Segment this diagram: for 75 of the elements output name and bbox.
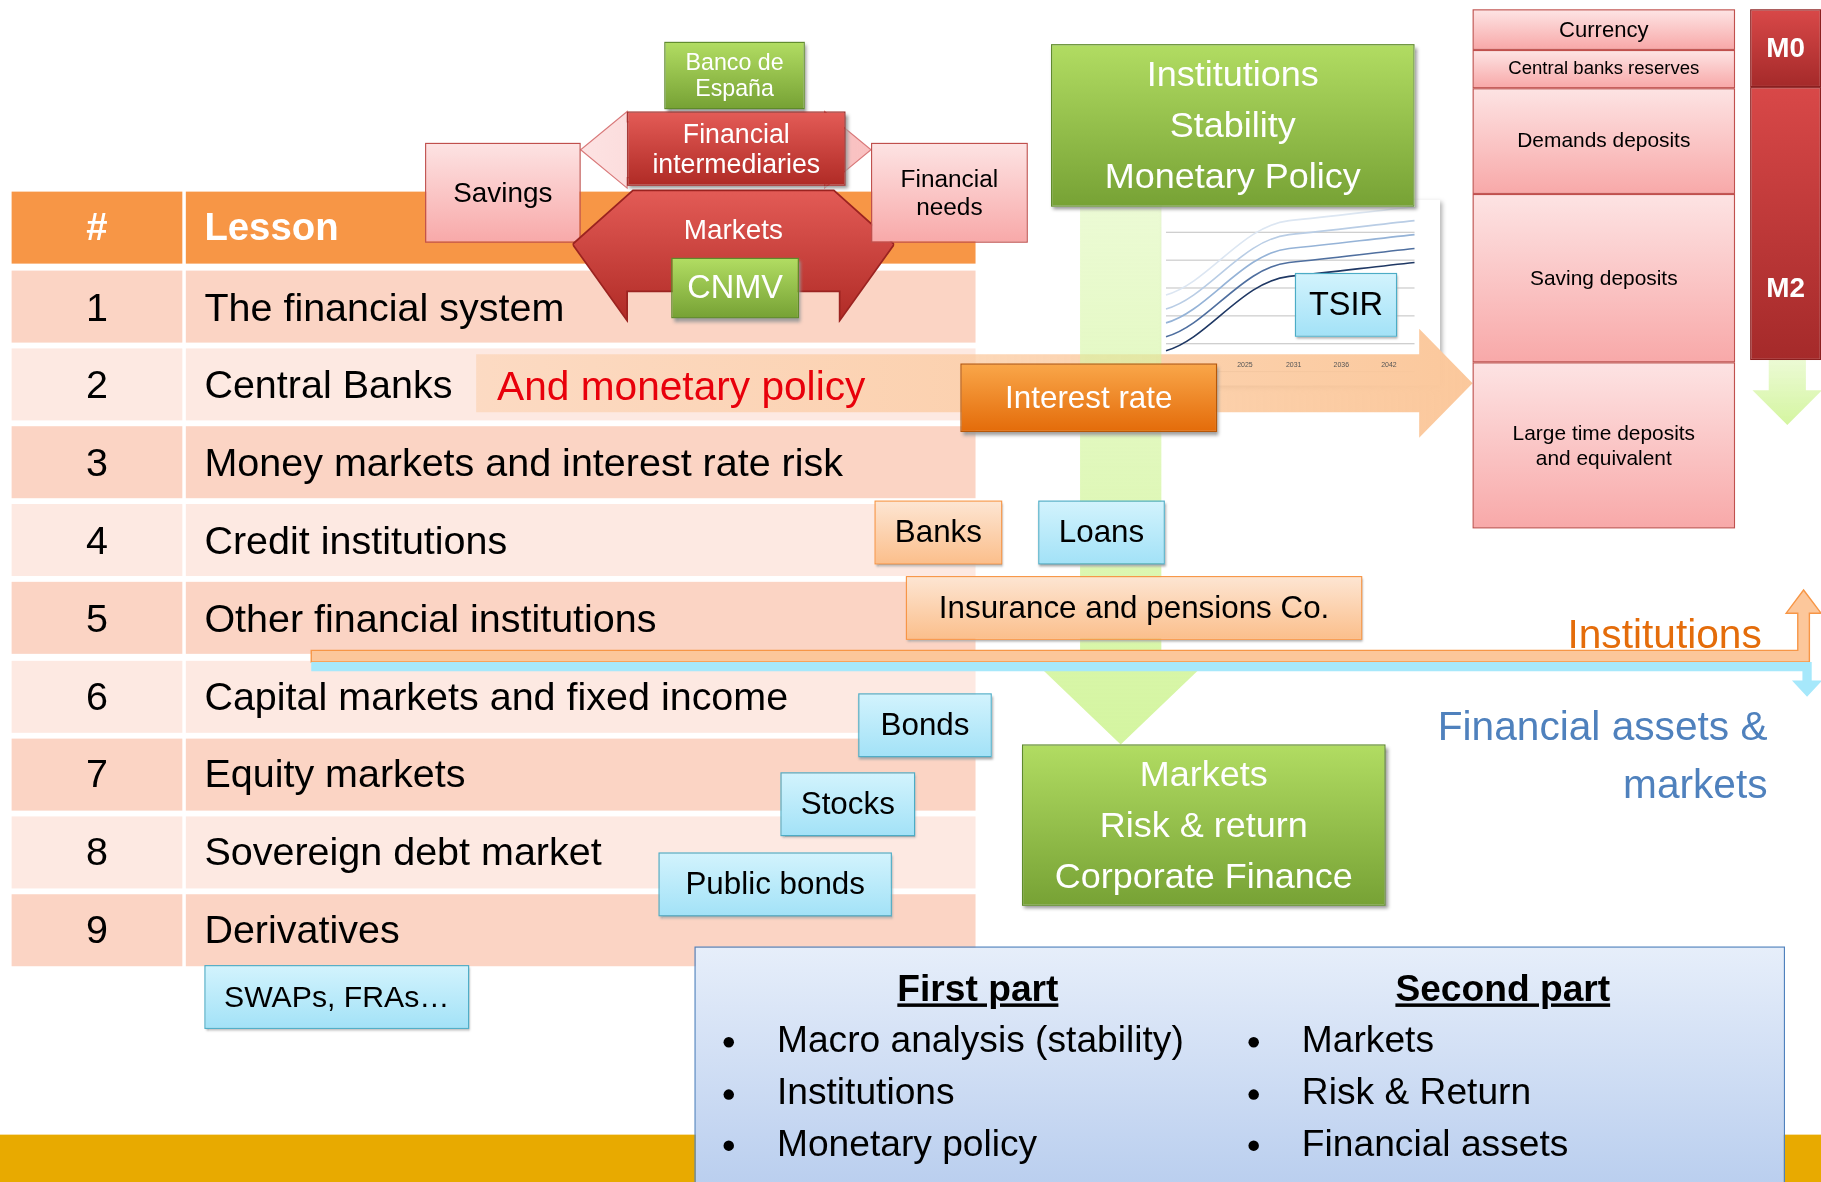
list-item: Macro analysis (stability) <box>776 1018 1184 1062</box>
highlight-text: And monetary policy <box>497 361 866 410</box>
lesson-number-cell: 4 <box>11 504 183 577</box>
box-text: Financial assets & markets <box>1436 701 1768 808</box>
list-item: Markets <box>1301 1018 1435 1062</box>
stacked-segment <box>1472 49 1736 89</box>
list-item: Risk & Return <box>1301 1070 1532 1114</box>
summary-panel <box>694 946 1785 1182</box>
box-text: Banco de España <box>684 48 785 103</box>
box-text: Large time deposits and equivalent <box>1511 421 1697 470</box>
box-text: Interest rate <box>1005 379 1173 416</box>
block-arrow <box>579 110 872 190</box>
stacked-segment <box>1472 362 1736 529</box>
lesson-number-cell: 3 <box>11 426 183 499</box>
box-text: Demands deposits <box>1517 129 1691 154</box>
label-box <box>204 965 470 1029</box>
box-text: Financial intermediaries <box>651 117 822 180</box>
label-box <box>874 500 1003 565</box>
label-box <box>425 142 581 243</box>
box-text: Central banks reserves <box>1508 58 1700 80</box>
lesson-number-cell: 7 <box>11 738 183 811</box>
box-text: Institutions <box>1567 610 1762 658</box>
box-text: M2 <box>1765 271 1806 304</box>
box-text: Markets <box>683 213 783 246</box>
label-box <box>627 111 846 186</box>
label-box <box>1038 500 1165 565</box>
block-arrow <box>311 661 1821 697</box>
block-arrow <box>1752 360 1821 426</box>
heading-box <box>1022 744 1386 906</box>
list-item: Financial assets <box>1301 1121 1569 1165</box>
lesson-number-cell: 9 <box>11 894 183 966</box>
money-bar <box>1750 9 1821 88</box>
label-box <box>664 41 805 110</box>
lesson-number-cell: 2 <box>11 348 183 421</box>
column-heading: Second part <box>1394 967 1612 1011</box>
box-text: Loans <box>1058 514 1145 551</box>
box-text: Institutions <box>1146 52 1319 97</box>
box-text: TSIR <box>1308 286 1384 324</box>
label-box <box>671 257 799 319</box>
label-box <box>780 772 916 837</box>
lesson-number-cell: 8 <box>11 816 183 889</box>
label-box <box>905 576 1363 640</box>
block-arrow <box>476 328 1473 438</box>
box-text: Currency <box>1559 16 1649 43</box>
list-item: Monetary policy <box>776 1121 1038 1165</box>
lesson-number-cell: 1 <box>11 270 183 343</box>
lesson-title-cell: Money markets and interest rate risk <box>185 426 976 499</box>
stacked-segment <box>1472 88 1736 194</box>
block-arrow <box>310 588 1821 663</box>
lesson-number-cell: 5 <box>11 582 183 655</box>
label-box <box>871 142 1028 243</box>
box-text: Saving deposits <box>1530 266 1678 291</box>
double-arrow-shape <box>572 188 895 323</box>
box-text: Stability <box>1169 103 1296 148</box>
box-text: Insurance and pensions Co. <box>938 589 1330 626</box>
label-box <box>1294 272 1398 337</box>
box-text: Markets <box>1139 752 1268 796</box>
money-bar <box>1750 87 1821 360</box>
box-text: Monetary Policy <box>1104 154 1361 199</box>
box-text: Risk & return <box>1099 803 1308 847</box>
label-box <box>960 363 1218 432</box>
stacked-segment <box>1472 9 1736 50</box>
box-text: CNMV <box>687 269 783 307</box>
stacked-segment <box>1472 193 1736 363</box>
box-text: SWAPs, FRAs… <box>224 979 450 1015</box>
lesson-number-cell: 6 <box>11 660 183 733</box>
box-text: M0 <box>1765 31 1806 64</box>
table-header-cell: # <box>11 191 183 264</box>
box-text: Banks <box>894 514 982 551</box>
heading-box <box>1051 44 1415 207</box>
column-heading: First part <box>896 967 1060 1011</box>
label-box <box>858 693 992 758</box>
list-item: Institutions <box>776 1070 955 1114</box>
box-text: Corporate Finance <box>1054 854 1353 898</box>
label-box <box>658 852 892 917</box>
